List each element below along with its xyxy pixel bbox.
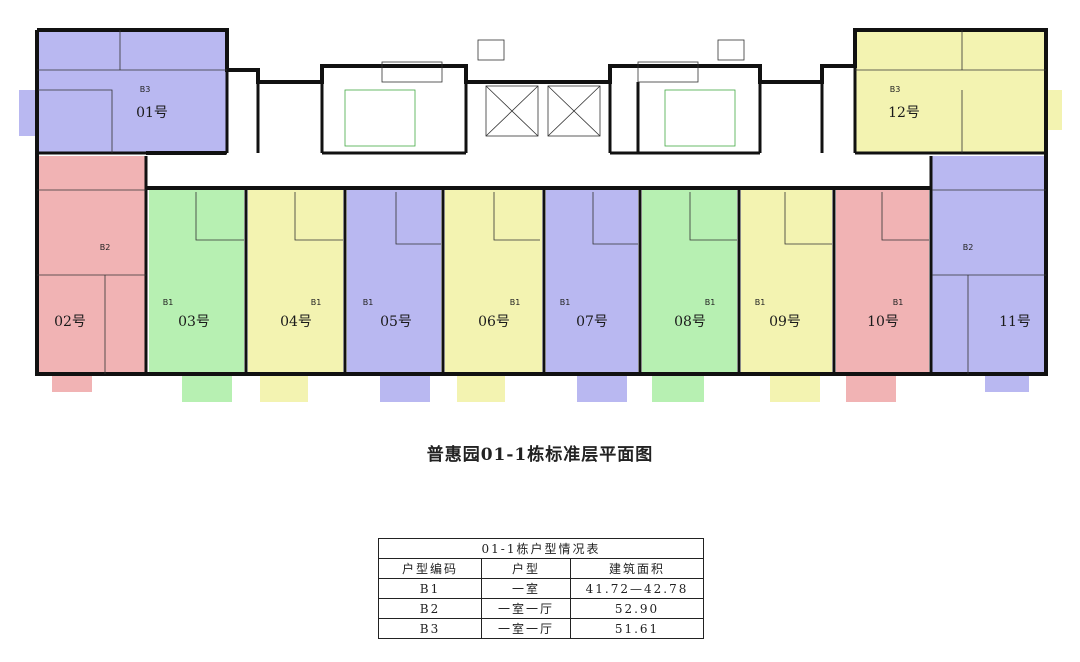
cell-area: 51.61: [570, 618, 704, 639]
unit-09-room: [741, 190, 832, 374]
unit-type-summary-table: 01-1栋户型情况表 户型编码 户型 建筑面积 B1 一室 41.72—42.7…: [378, 538, 704, 639]
table-caption: 01-1栋户型情况表: [378, 538, 704, 559]
type-code-02: B2: [100, 243, 111, 252]
type-code-04: B1: [311, 298, 322, 307]
unit-05-room: [347, 190, 441, 374]
cell-type: 一室一厅: [481, 598, 571, 619]
type-code-05: B1: [363, 298, 374, 307]
header-area: 建筑面积: [570, 558, 704, 579]
unit-11-room: [932, 156, 1045, 374]
unit-12-bay: [1044, 90, 1062, 130]
unit-label-12: 12号: [888, 105, 920, 121]
type-code-11: B2: [963, 243, 974, 252]
interior-lines: [37, 30, 1046, 374]
type-code-06: B1: [510, 298, 521, 307]
unit-label-07: 07号: [576, 314, 608, 330]
type-code-01: B3: [140, 85, 151, 94]
cell-code: B1: [378, 578, 482, 599]
unit-label-06: 06号: [478, 314, 510, 330]
table-row: B1 一室 41.72—42.78: [378, 578, 704, 599]
table-header-row: 户型编码 户型 建筑面积: [378, 558, 704, 579]
type-code-03: B1: [163, 298, 174, 307]
unit-01-room: [37, 30, 227, 153]
floor-plan: 01号 02号 03号 04号 05号 06号 07号 08号 09号 10号 …: [19, 28, 1062, 402]
unit-02-balcony: [52, 374, 92, 392]
unit-label-09: 09号: [769, 314, 801, 330]
unit-07-balcony: [577, 374, 627, 402]
unit-label-10: 10号: [867, 314, 899, 330]
unit-09-balcony: [770, 374, 820, 402]
unit-10-room: [836, 190, 929, 374]
cell-type: 一室: [481, 578, 571, 599]
type-code-10: B1: [893, 298, 904, 307]
unit-04-balcony: [260, 374, 308, 402]
unit-06-balcony: [457, 374, 505, 402]
unit-label-02: 02号: [54, 314, 86, 330]
cell-code: B2: [378, 598, 482, 619]
cell-type: 一室一厅: [481, 618, 571, 639]
unit-01-bay: [19, 90, 39, 136]
unit-label-05: 05号: [380, 314, 412, 330]
core-stairs-lifts: [344, 39, 745, 147]
unit-label-08: 08号: [674, 314, 706, 330]
type-code-07: B1: [560, 298, 571, 307]
unit-08-balcony: [652, 374, 704, 402]
type-code-09: B1: [755, 298, 766, 307]
unit-03-room: [149, 190, 244, 374]
table-row: B3 一室一厅 51.61: [378, 618, 704, 639]
cell-area: 41.72—42.78: [570, 578, 704, 599]
unit-08-room: [642, 190, 737, 374]
unit-label-11: 11号: [999, 314, 1031, 330]
unit-label-04: 04号: [280, 314, 312, 330]
unit-03-balcony: [182, 374, 232, 402]
unit-06-room: [445, 190, 542, 374]
unit-12-room: [855, 30, 1046, 153]
partition-walls: [37, 66, 1046, 374]
cell-code: B3: [378, 618, 482, 639]
unit-02-room: [36, 156, 146, 374]
header-type-code: 户型编码: [378, 558, 482, 579]
type-code-08: B1: [705, 298, 716, 307]
unit-05-balcony: [380, 374, 430, 402]
unit-04-room: [248, 190, 343, 374]
unit-07-room: [546, 190, 638, 374]
cell-area: 52.90: [570, 598, 704, 619]
table-caption-row: 01-1栋户型情况表: [378, 538, 704, 559]
unit-11-balcony: [985, 374, 1029, 392]
type-code-12: B3: [890, 85, 901, 94]
unit-10-balcony: [846, 374, 896, 402]
table-row: B2 一室一厅 52.90: [378, 598, 704, 619]
corridor: [146, 156, 932, 188]
header-type: 户型: [481, 558, 571, 579]
unit-label-01: 01号: [136, 105, 168, 121]
plan-title: 普惠园01-1栋标准层平面图: [426, 445, 654, 465]
unit-label-03: 03号: [178, 314, 210, 330]
